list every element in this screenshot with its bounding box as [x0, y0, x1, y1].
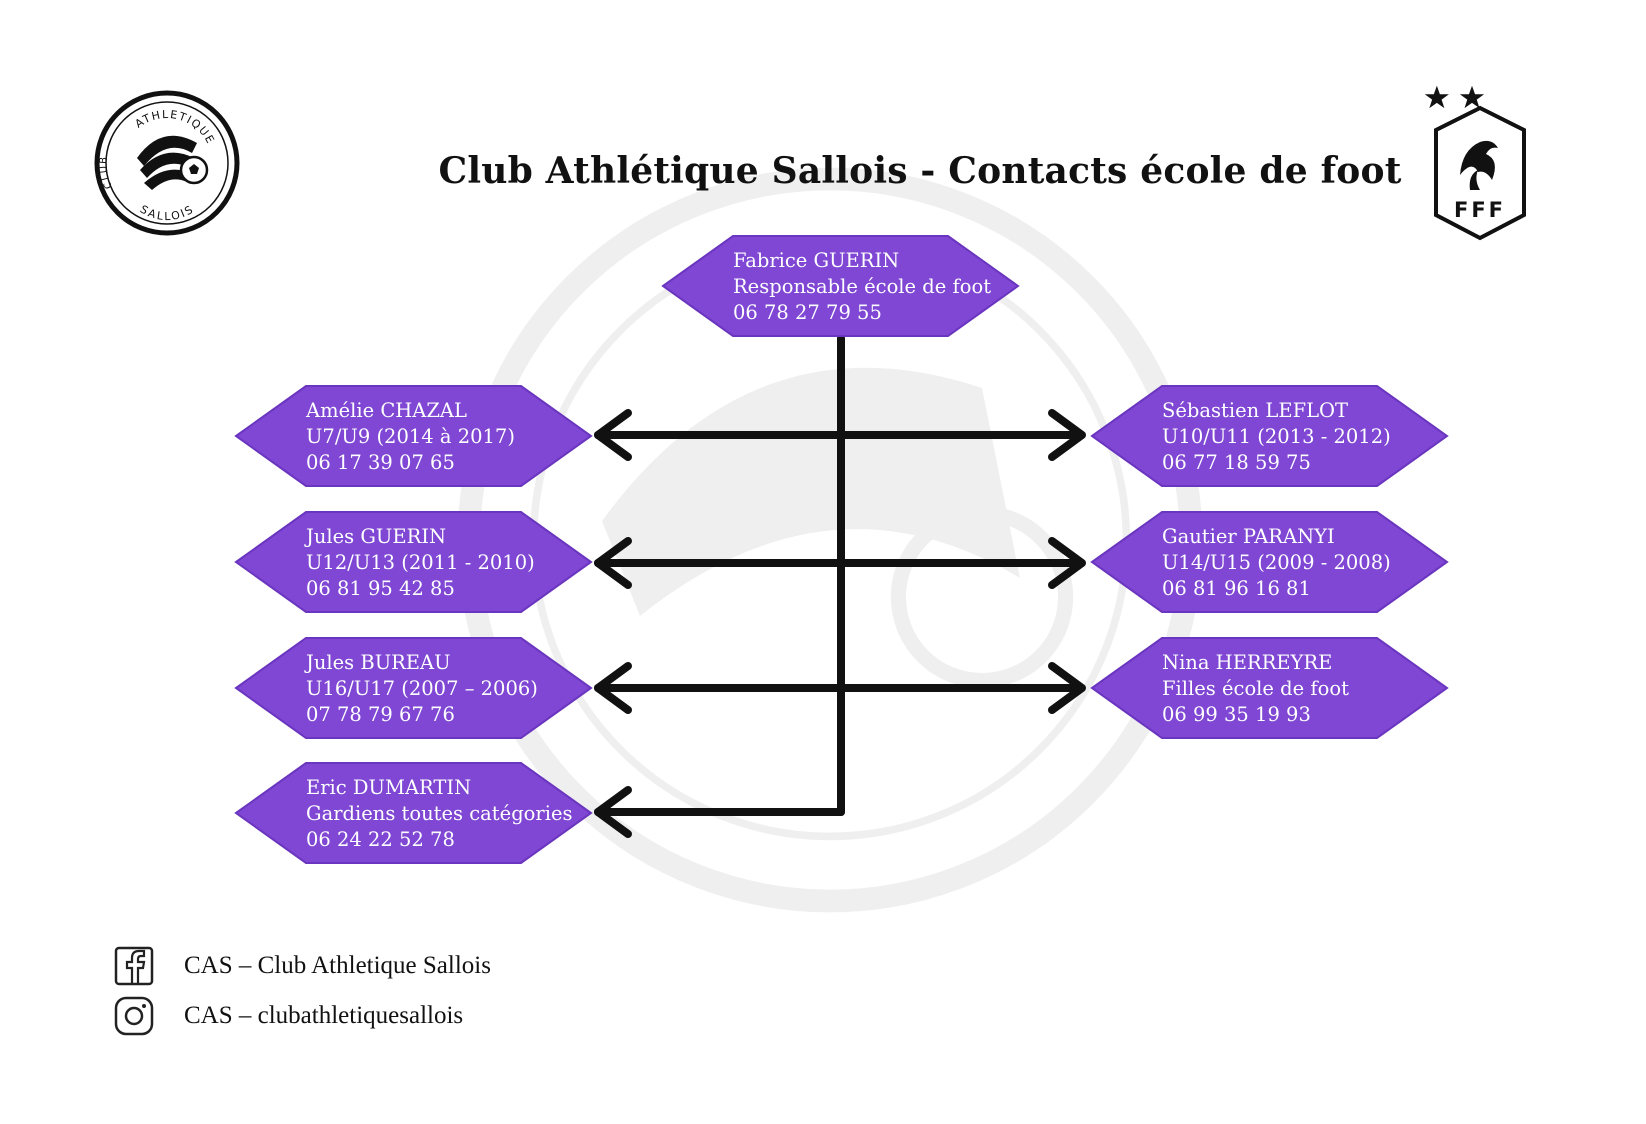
contact-name: Eric DUMARTIN [306, 776, 472, 799]
contact-name: Amélie CHAZAL [306, 399, 467, 422]
instagram-label[interactable]: CAS – clubathletiquesallois [184, 1002, 464, 1029]
contact-role: U7/U9 (2014 à 2017) [306, 425, 515, 448]
contact-node-left-1: Amélie CHAZAL U7/U9 (2014 à 2017) 06 17 … [234, 385, 593, 487]
contact-name: Gautier PARANYI [1162, 525, 1335, 548]
contact-name: Jules GUERIN [306, 525, 447, 548]
club-logo: ATHLETIQUE SALLOIS CLUB [94, 90, 240, 236]
contact-node-right-2: Gautier PARANYI U14/U15 (2009 - 2008) 06… [1090, 511, 1449, 613]
contact-name: Fabrice GUERIN [733, 249, 900, 272]
contact-node-text: Amélie CHAZAL U7/U9 (2014 à 2017) 06 17 … [306, 398, 591, 476]
contact-node-text: Eric DUMARTIN Gardiens toutes catégories… [306, 775, 591, 853]
fff-logo: FFF [1424, 85, 1526, 241]
svg-text:SALLOIS: SALLOIS [138, 202, 197, 223]
contact-node-right-1: Sébastien LEFLOT U10/U11 (2013 - 2012) 0… [1090, 385, 1449, 487]
contact-node-text: Gautier PARANYI U14/U15 (2009 - 2008) 06… [1162, 524, 1447, 602]
facebook-label[interactable]: CAS – Club Athletique Sallois [184, 952, 491, 979]
hexagon-shape [234, 511, 593, 613]
fff-logo-text: FFF [1454, 198, 1506, 222]
facebook-icon [114, 946, 154, 986]
hexagon-shape [661, 235, 1020, 337]
contact-node-text: Jules BUREAU U16/U17 (2007 – 2006) 07 78… [306, 650, 591, 728]
contact-node-right-3: Nina HERREYRE Filles école de foot 06 99… [1090, 637, 1449, 739]
logo-bottom-text: SALLOIS [138, 202, 195, 223]
hexagon-shape [1090, 637, 1449, 739]
instagram-icon [114, 996, 154, 1036]
hexagon-shape [1090, 511, 1449, 613]
contact-node-text: Fabrice GUERIN Responsable école de foot… [733, 248, 1018, 326]
contact-name: Nina HERREYRE [1162, 651, 1333, 674]
contact-name: Jules BUREAU [306, 651, 451, 674]
contact-node-left-3: Jules BUREAU U16/U17 (2007 – 2006) 07 78… [234, 637, 593, 739]
contact-name: Sébastien LEFLOT [1162, 399, 1349, 422]
contact-phone: 06 81 96 16 81 [1162, 577, 1311, 600]
contact-role: U12/U13 (2011 - 2010) [306, 551, 535, 574]
contact-role: Gardiens toutes catégories [306, 802, 573, 825]
contact-role: U14/U15 (2009 - 2008) [1162, 551, 1391, 574]
contact-role: Responsable école de foot [733, 275, 992, 298]
contact-node-root: Fabrice GUERIN Responsable école de foot… [661, 235, 1020, 337]
contact-role: U16/U17 (2007 – 2006) [306, 677, 538, 700]
social-instagram[interactable]: CAS – clubathletiquesallois [114, 996, 463, 1036]
contact-phone: 06 81 95 42 85 [306, 577, 455, 600]
contact-node-text: Nina HERREYRE Filles école de foot 06 99… [1162, 650, 1447, 728]
hexagon-shape [1090, 385, 1449, 487]
hexagon-shape [234, 762, 593, 864]
contact-role: U10/U11 (2013 - 2012) [1162, 425, 1391, 448]
contact-phone: 06 99 35 19 93 [1162, 703, 1311, 726]
contact-phone: 06 17 39 07 65 [306, 451, 455, 474]
hexagon-shape [234, 637, 593, 739]
page-title: Club Athlétique Sallois - Contacts école… [438, 150, 1402, 192]
contact-node-left-4: Eric DUMARTIN Gardiens toutes catégories… [234, 762, 593, 864]
hexagon-shape [234, 385, 593, 487]
contact-phone: 06 77 18 59 75 [1162, 451, 1311, 474]
contact-role: Filles école de foot [1162, 677, 1349, 700]
contact-phone: 07 78 79 67 76 [306, 703, 455, 726]
contact-phone: 06 78 27 79 55 [733, 301, 882, 324]
contact-node-left-2: Jules GUERIN U12/U13 (2011 - 2010) 06 81… [234, 511, 593, 613]
contact-node-text: Jules GUERIN U12/U13 (2011 - 2010) 06 81… [306, 524, 591, 602]
contact-node-text: Sébastien LEFLOT U10/U11 (2013 - 2012) 0… [1162, 398, 1447, 476]
social-facebook[interactable]: CAS – Club Athletique Sallois [114, 946, 491, 986]
contact-phone: 06 24 22 52 78 [306, 828, 455, 851]
